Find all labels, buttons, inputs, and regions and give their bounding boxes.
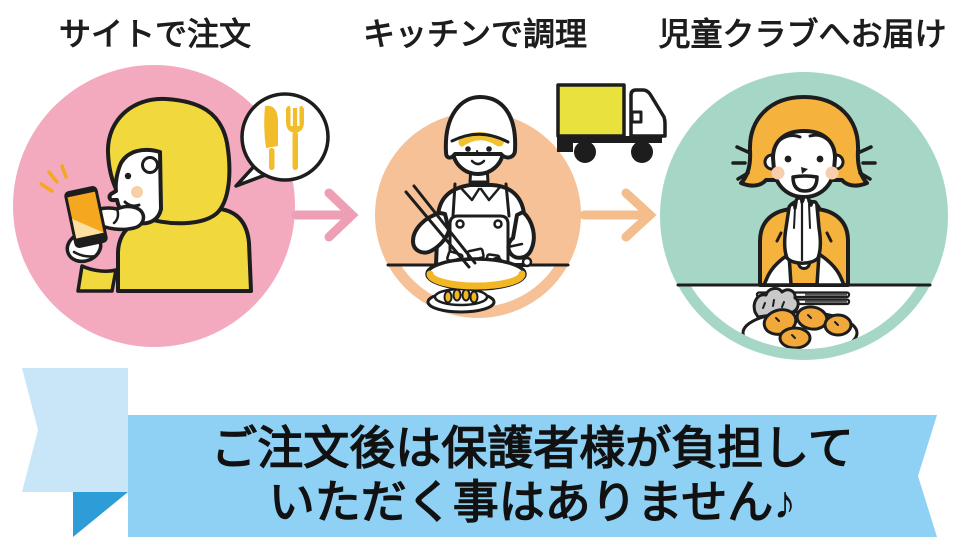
ribbon-fold	[73, 492, 128, 537]
banner-text-line2: いただく事はありません♪	[268, 476, 797, 528]
arrow-right-icon	[291, 188, 359, 242]
chef-cooking-illustration	[404, 95, 536, 314]
ear	[141, 156, 159, 174]
delivery-truck-icon	[556, 83, 667, 163]
ribbon-tail	[22, 368, 128, 492]
ribbon-body	[128, 415, 937, 537]
step-label-cook: キッチンで調理	[362, 16, 587, 52]
step-label-order: サイトで注文	[58, 16, 251, 52]
sparkle-icon	[39, 164, 68, 193]
banner-text-line1: ご注文後は保護者様が負担して	[211, 422, 854, 474]
knife-icon	[264, 105, 278, 170]
chopsticks	[404, 184, 477, 269]
child-receiving-illustration	[731, 95, 877, 287]
ribbon-banner	[22, 368, 937, 537]
banner-text: ご注文後は保護者様が負担して いただく事はありません♪	[128, 421, 937, 529]
cooking-circle	[375, 95, 581, 318]
food-plate	[741, 286, 859, 349]
woman-ordering-illustration	[39, 96, 253, 293]
arrow-right-icon	[579, 188, 657, 242]
speech-bubble-cutlery-icon	[234, 92, 330, 188]
chef-hat	[443, 95, 518, 160]
delivery-circle	[660, 72, 948, 360]
stove-burner	[426, 287, 496, 314]
excitement-marks-icon	[731, 145, 877, 181]
smartphone-icon	[64, 186, 108, 248]
frying-pan	[425, 247, 533, 291]
order-circle	[13, 65, 330, 347]
fork-icon	[286, 106, 304, 170]
step-label-deliver: 児童クラブへお届け	[658, 16, 947, 52]
